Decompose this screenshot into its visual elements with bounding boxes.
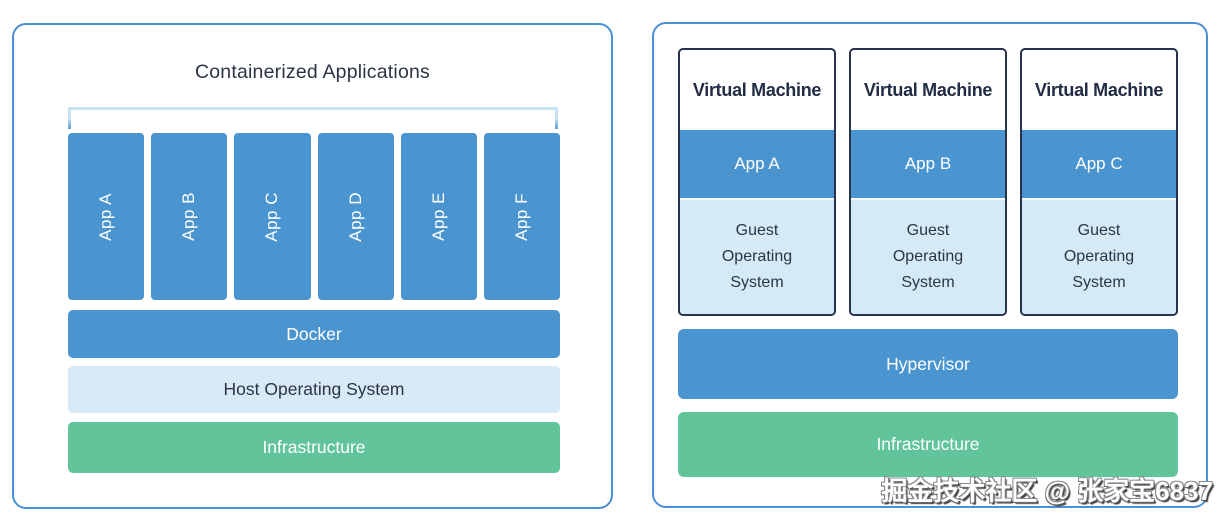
vm-3-app: App C [1022, 130, 1176, 198]
hypervisor-layer: Hypervisor [678, 329, 1178, 399]
virtual-machines-panel: Virtual Machine App A Guest Operating Sy… [652, 22, 1208, 508]
container-app-e: App E [400, 133, 477, 300]
infrastructure-layer-right: Infrastructure [678, 412, 1178, 477]
vm-2-divider [851, 198, 1005, 200]
container-app-d-label: App D [345, 191, 365, 242]
vm-2-title: Virtual Machine [863, 79, 993, 100]
vm-3-guest-os: Guest Operating System [1022, 200, 1176, 314]
apps-group-bracket [68, 107, 558, 129]
container-app-b: App B [151, 133, 228, 300]
container-app-c-label: App C [262, 191, 282, 242]
container-app-b-label: App B [179, 192, 199, 241]
watermark-text: 掘金技术社区 @ 张家宝6837 [881, 476, 1213, 506]
bracket-left-tip [68, 107, 71, 129]
left-panel-title: Containerized Applications [194, 61, 430, 83]
vm-3-divider [1022, 198, 1176, 200]
vm-1-app: App A [680, 130, 834, 198]
vm-box-1: Virtual Machine App A Guest Operating Sy… [678, 48, 836, 316]
vm-2-app: App B [851, 130, 1005, 198]
vm-1-guest-os: Guest Operating System [680, 200, 834, 314]
container-app-a: App A [68, 133, 145, 300]
container-app-e-label: App E [428, 192, 448, 241]
container-app-f-label: App F [511, 192, 531, 241]
vm-row: Virtual Machine App A Guest Operating Sy… [678, 48, 1178, 316]
container-app-f: App F [483, 133, 561, 300]
infrastructure-layer-left: Infrastructure [68, 422, 560, 473]
vm-2-guest-os: Guest Operating System [851, 200, 1005, 314]
containerized-applications-panel: Containerized Applications App A App B A… [12, 23, 613, 509]
vm-3-title: Virtual Machine [1034, 79, 1164, 100]
vm-box-2: Virtual Machine App B Guest Operating Sy… [849, 48, 1007, 316]
container-app-d: App D [317, 133, 394, 300]
bracket-right-tip [555, 107, 558, 129]
vm-1-title: Virtual Machine [692, 79, 822, 100]
vm-box-3: Virtual Machine App C Guest Operating Sy… [1020, 48, 1178, 316]
vm-1-divider [680, 198, 834, 200]
host-operating-system-layer: Host Operating System [68, 366, 560, 413]
container-apps-row: App A App B App C App D App E App F [68, 133, 561, 300]
docker-layer: Docker [68, 310, 560, 358]
container-app-c: App C [234, 133, 311, 300]
container-app-a-label: App A [96, 192, 116, 241]
